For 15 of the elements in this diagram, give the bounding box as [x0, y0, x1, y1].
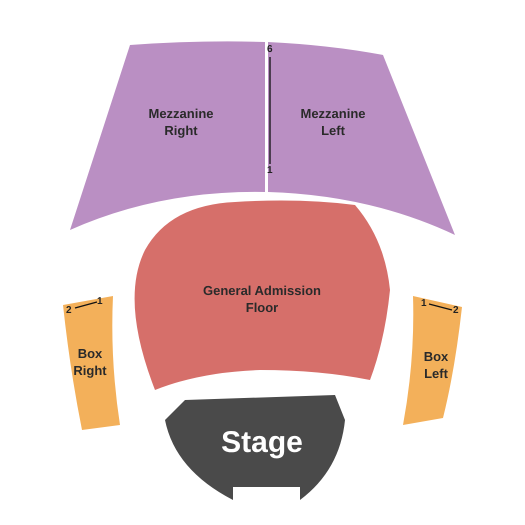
- row-number: 2: [453, 306, 459, 316]
- section-label: Mezzanine Right: [147, 105, 214, 139]
- section-label: Box Right: [72, 345, 108, 379]
- row-number: 2: [66, 306, 72, 316]
- mezzanine-section: [68, 40, 268, 232]
- section-label: Stage: [220, 426, 304, 460]
- row-number: 1: [97, 297, 103, 307]
- section-label: Box Left: [422, 348, 450, 382]
- stage: [163, 393, 347, 502]
- section-label: Mezzanine Left: [299, 105, 366, 139]
- box-section: [60, 294, 122, 432]
- row-number: 1: [421, 299, 427, 309]
- mezzanine-section: [266, 40, 458, 238]
- box-section: [401, 294, 464, 427]
- section-label: General Admission Floor: [202, 282, 322, 316]
